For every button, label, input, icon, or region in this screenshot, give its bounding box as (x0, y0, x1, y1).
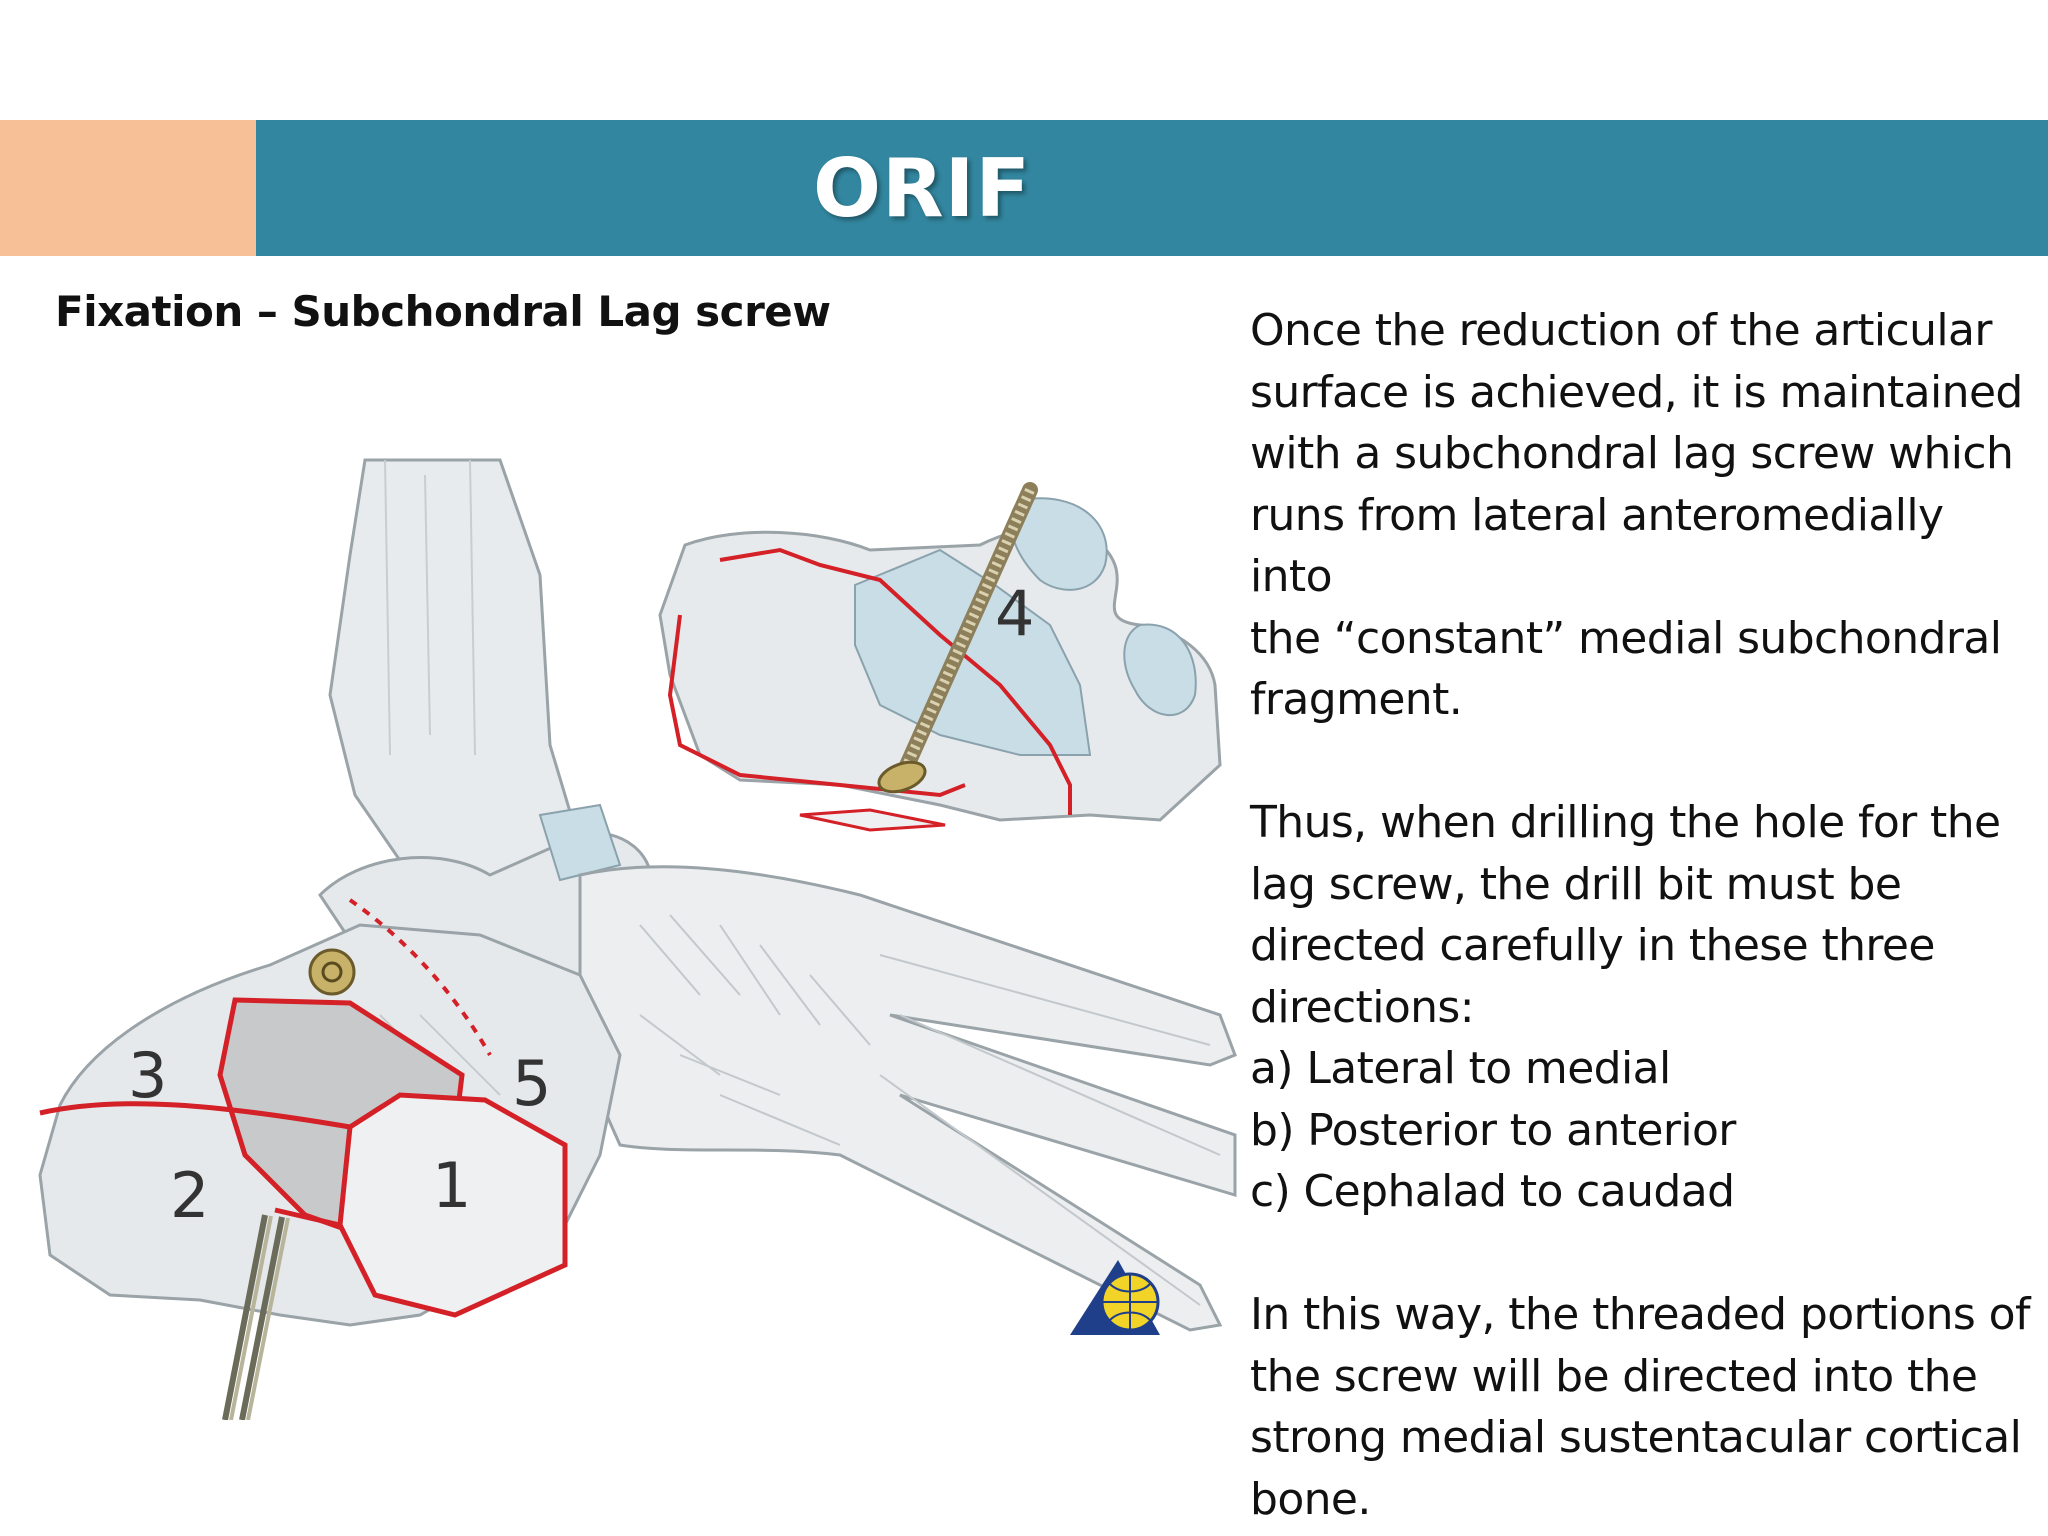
title-bar: ORIF (256, 120, 2048, 256)
fragment-1 (337, 1092, 568, 1318)
drilling-line: Thus, when drilling the hole for the (1250, 797, 2001, 848)
inset-lag-screw (877, 482, 1038, 794)
intro-line: the “constant” medial subchondral (1250, 612, 2002, 664)
accent-block (0, 120, 256, 256)
slide-title: ORIF (812, 141, 1032, 235)
conclusion-line: strong medial sustentacular cortical (1250, 1412, 2022, 1463)
conclusion-line: In this way, the threaded portions of (1250, 1289, 2030, 1340)
lag-screw-head (308, 948, 356, 996)
fragment-label-4: 4 (995, 577, 1034, 650)
intro-line: runs from lateral anteromedially into (1250, 489, 1944, 603)
body-text: Once the reduction of the articular surf… (1250, 300, 2030, 1530)
drilling-line: directed carefully in these three (1250, 920, 1935, 971)
conclusion-line: the screw will be directed into the (1250, 1350, 1978, 1402)
direction-item: b) Posterior to anterior (1250, 1104, 1736, 1156)
foot-fixation-illustration: 3 2 1 5 4 (20, 455, 1240, 1420)
drilling-line: lag screw, the drill bit must be (1250, 858, 1902, 910)
fragment-label-2: 2 (170, 1159, 209, 1232)
intro-line: surface is achieved, it is maintained (1250, 366, 2023, 418)
midfoot-and-metatarsals (578, 865, 1237, 1332)
ao-foundation-logo (1070, 1260, 1160, 1335)
direction-item: a) Lateral to medial (1250, 1043, 1671, 1094)
fragment-label-5: 5 (512, 1047, 551, 1120)
intro-line: fragment. (1250, 674, 1463, 725)
steinmann-pins (222, 1214, 290, 1420)
fragment-label-3: 3 (128, 1039, 167, 1112)
intro-line: Once the reduction of the articular (1250, 305, 1993, 356)
direction-item: c) Cephalad to caudad (1250, 1166, 1735, 1217)
conclusion-line: bone. (1250, 1473, 1371, 1525)
drilling-line: directions: (1250, 981, 1475, 1033)
inset-calcaneus-view: 4 (658, 482, 1222, 832)
paragraph-gap (1250, 731, 2030, 793)
slide-subtitle: Fixation – Subchondral Lag screw (55, 287, 831, 336)
fracture-lines (39, 898, 492, 1228)
intro-line: with a subchondral lag screw which (1250, 428, 2014, 479)
paragraph-gap (1250, 1223, 2030, 1285)
fragment-label-1: 1 (432, 1149, 471, 1222)
